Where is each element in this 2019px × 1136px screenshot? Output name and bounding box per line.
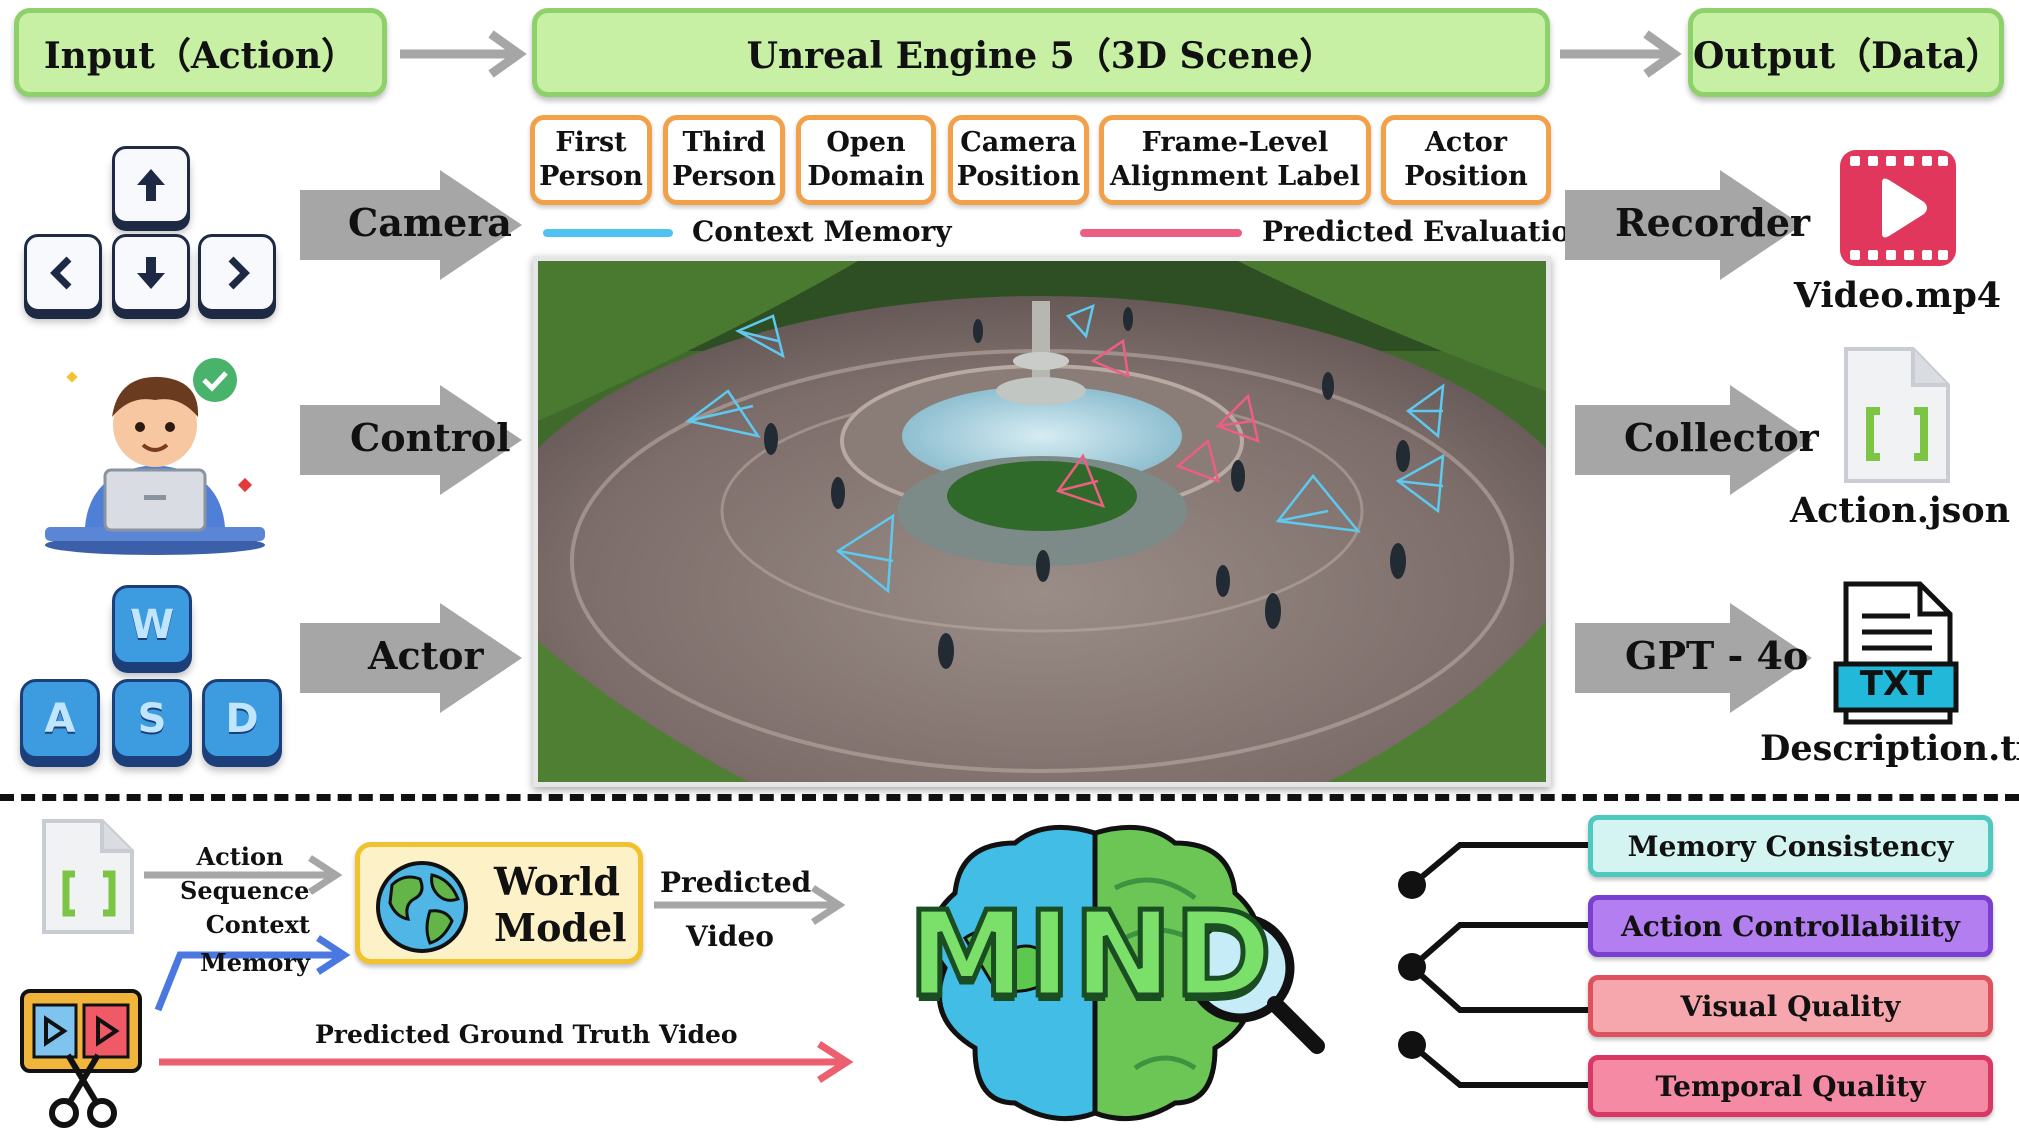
output-header: Output（Data）	[1688, 8, 2004, 97]
context-memory-arrow	[154, 935, 351, 1012]
tag-frame-level-label: Frame-Level Alignment Label	[1099, 115, 1371, 205]
tag-first-person-label: First Person	[539, 127, 643, 192]
brain-logo	[929, 824, 1325, 1122]
metric-temporal-quality-label: Temporal Quality	[1655, 1069, 1926, 1103]
header-arrow-right	[1560, 30, 1682, 78]
world-model-label: World Model	[494, 859, 627, 950]
s-key-icon: S	[112, 679, 192, 759]
tag-actor-position: Actor Position	[1381, 115, 1551, 205]
actor-block-arrow	[300, 603, 522, 713]
recorder-label: Recorder	[1615, 200, 1811, 245]
txt-file-icon	[1833, 581, 1959, 725]
bottom-json-icon	[42, 819, 134, 934]
gpt-label: GPT - 4o	[1625, 633, 1809, 678]
actor-label: Actor	[368, 633, 484, 678]
metric-temporal-quality: Temporal Quality	[1588, 1055, 1993, 1117]
metric-action-controllability-label: Action Controllability	[1621, 909, 1960, 943]
metric-visual-quality-label: Visual Quality	[1680, 989, 1901, 1023]
camera-block-arrow	[300, 170, 522, 280]
input-header-label: Input（Action）	[43, 34, 358, 77]
metric-action-controllability: Action Controllability	[1588, 895, 1993, 957]
tag-third-person-label: Third Person	[672, 127, 776, 192]
mind-logo-text: MIND	[905, 883, 1275, 1026]
legend-context-memory: Context Memory	[692, 215, 952, 248]
tag-camera-position-label: Camera Position	[956, 127, 1081, 192]
left-arrow-key-icon	[24, 234, 102, 312]
scene-screenshot	[533, 256, 1551, 787]
txt-file-label: Description.txt	[1760, 728, 2019, 769]
magnifier-icon	[1267, 996, 1325, 1054]
control-block-arrow	[300, 385, 522, 495]
json-file-label: Action.json	[1790, 490, 2011, 531]
world-model-box: World Model	[355, 842, 643, 964]
header-arrow-left	[400, 30, 527, 78]
control-label: Control	[350, 415, 511, 460]
metric-visual-quality: Visual Quality	[1588, 975, 1993, 1037]
legend-context-line	[543, 229, 673, 237]
tag-third-person: Third Person	[663, 115, 785, 205]
predicted-video-arrow	[654, 885, 846, 925]
tag-frame-level-label-text: Frame-Level Alignment Label	[1109, 127, 1360, 192]
section-divider	[0, 794, 2019, 801]
engine-header: Unreal Engine 5（3D Scene）	[532, 8, 1550, 97]
video-file-label: Video.mp4	[1793, 275, 2002, 316]
film-scissors-icon	[20, 989, 142, 1128]
tag-first-person: First Person	[530, 115, 652, 205]
gt-video-label: Predicted Ground Truth Video	[315, 1020, 738, 1049]
collector-label: Collector	[1624, 415, 1819, 460]
tag-camera-position: Camera Position	[948, 115, 1089, 205]
metrics-tree	[1398, 842, 1590, 1088]
tag-actor-position-label: Actor Position	[1404, 127, 1528, 192]
collector-block-arrow	[1575, 385, 1812, 495]
json-file-icon	[1844, 347, 1950, 483]
metric-memory-consistency-label: Memory Consistency	[1627, 829, 1954, 863]
output-header-label: Output（Data）	[1693, 34, 2002, 77]
a-key-label: A	[44, 696, 76, 742]
scene-drawing	[538, 261, 1546, 782]
video-file-icon	[1840, 150, 1956, 266]
gt-video-arrow	[159, 1041, 854, 1083]
w-key-label: W	[129, 602, 175, 648]
gpt-block-arrow	[1575, 603, 1812, 713]
input-header: Input（Action）	[14, 8, 387, 97]
right-arrow-key-icon	[198, 234, 276, 312]
legend-eval-line	[1080, 229, 1242, 237]
action-sequence-label: Action Sequence	[180, 842, 310, 905]
tag-open-domain-label: Open Domain	[807, 127, 925, 192]
person-laptop-icon	[45, 358, 265, 555]
engine-header-label: Unreal Engine 5（3D Scene）	[746, 34, 1336, 77]
d-key-label: D	[225, 696, 259, 742]
up-arrow-key-icon	[112, 146, 190, 224]
legend-predicted-evaluation: Predicted Evaluation	[1262, 215, 1591, 248]
tag-open-domain: Open Domain	[796, 115, 936, 205]
recorder-block-arrow	[1565, 170, 1802, 280]
camera-label: Camera	[348, 200, 512, 245]
predicted-video-label: Predicted Video	[660, 866, 812, 953]
a-key-icon: A	[20, 679, 100, 759]
d-key-icon: D	[202, 679, 282, 759]
context-memory-label: Context Memory	[200, 910, 310, 977]
globe-icon	[376, 861, 468, 953]
s-key-label: S	[137, 696, 167, 742]
txt-badge-label: TXT	[1859, 664, 1933, 704]
metric-memory-consistency: Memory Consistency	[1588, 815, 1993, 877]
down-arrow-key-icon	[112, 234, 190, 312]
action-sequence-arrow	[144, 855, 343, 895]
w-key-icon: W	[112, 585, 192, 665]
